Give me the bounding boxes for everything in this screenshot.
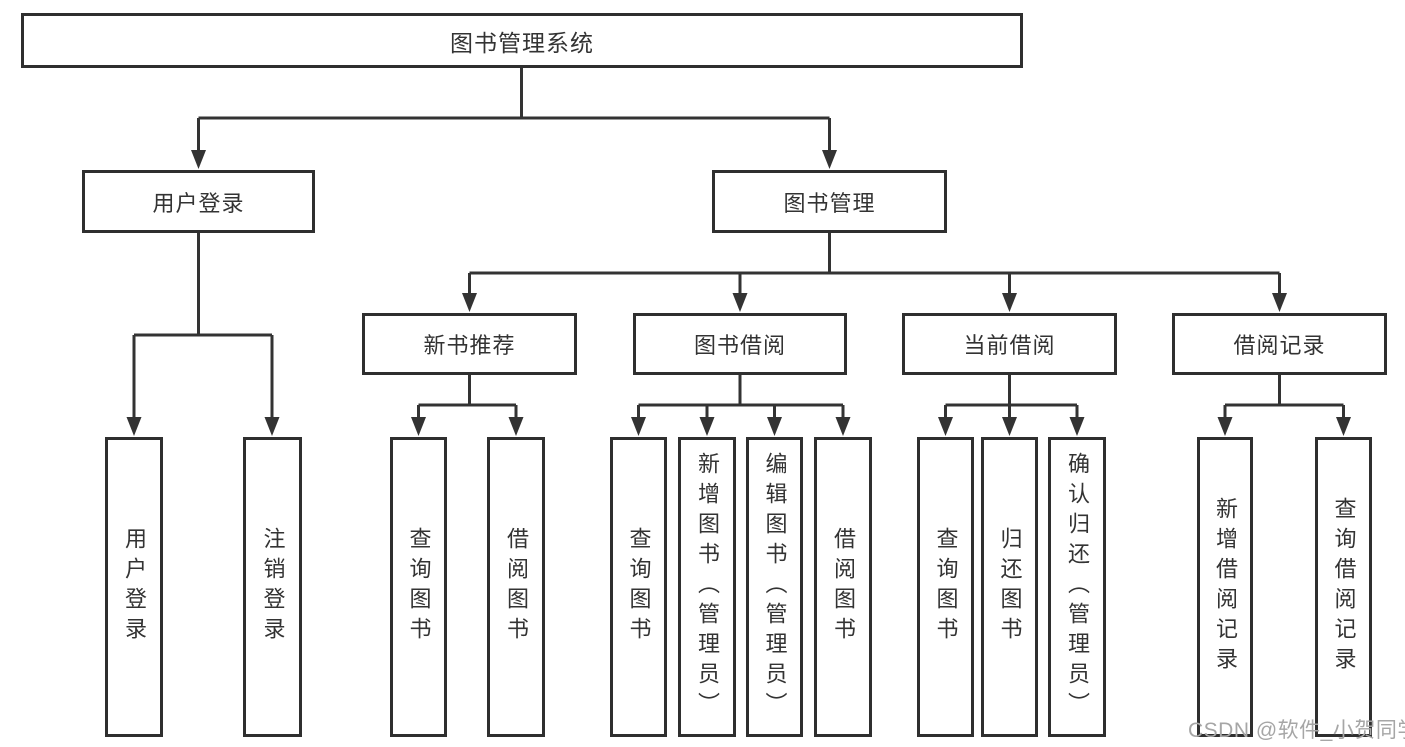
leaf-records-query-record-label: 查询借阅记录: [1331, 497, 1357, 677]
node-root-system: 图书管理系统: [21, 13, 1023, 68]
leaf-logout: 注销登录: [243, 437, 302, 737]
leaf-records-add-record: 新增借阅记录: [1197, 437, 1253, 737]
leaf-user-login: 用户登录: [105, 437, 163, 737]
node-new-book-recommend-label: 新书推荐: [423, 333, 516, 358]
leaf-newbooks-query-books: 查询图书: [390, 437, 447, 737]
leaf-user-login-label: 用户登录: [122, 527, 147, 647]
node-user-login-label: 用户登录: [152, 190, 245, 216]
node-borrowing-records-label: 借阅记录: [1233, 333, 1326, 358]
leaf-borrowing-query-books: 查询图书: [610, 437, 667, 737]
node-book-borrowing-label: 图书借阅: [693, 333, 786, 358]
leaf-newbooks-borrow-books-label: 借阅图书: [504, 527, 529, 647]
node-current-borrowing: 当前借阅: [902, 313, 1117, 375]
leaf-borrowing-add-books-admin-label: 新增图书（管理员）: [695, 452, 720, 722]
leaf-borrowing-edit-books-admin: 编辑图书（管理员）: [746, 437, 803, 737]
leaf-borrowing-borrow-books: 借阅图书: [814, 437, 872, 737]
node-borrowing-records: 借阅记录: [1172, 313, 1387, 375]
leaf-current-return-books: 归还图书: [981, 437, 1038, 737]
leaf-records-query-record: 查询借阅记录: [1315, 437, 1372, 737]
leaf-borrowing-borrow-books-label: 借阅图书: [831, 527, 856, 647]
leaf-newbooks-query-books-label: 查询图书: [406, 527, 432, 647]
leaf-current-confirm-return-admin-label: 确认归还（管理员）: [1065, 452, 1090, 722]
leaf-records-add-record-label: 新增借阅记录: [1213, 497, 1238, 677]
node-root-system-label: 图书管理系统: [450, 29, 594, 56]
leaf-current-confirm-return-admin: 确认归还（管理员）: [1048, 437, 1106, 737]
node-current-borrowing-label: 当前借阅: [963, 333, 1056, 358]
leaf-borrowing-edit-books-admin-label: 编辑图书（管理员）: [762, 452, 788, 722]
leaf-borrowing-add-books-admin: 新增图书（管理员）: [678, 437, 736, 737]
leaf-logout-label: 注销登录: [260, 527, 286, 647]
leaf-current-query-books-label: 查询图书: [933, 527, 959, 647]
csdn-watermark: CSDN @软件_小贺同学: [1188, 719, 1405, 742]
node-book-management-label: 图书管理: [783, 190, 876, 216]
leaf-current-query-books: 查询图书: [917, 437, 974, 737]
node-book-borrowing: 图书借阅: [633, 313, 847, 375]
leaf-current-return-books-label: 归还图书: [997, 527, 1023, 647]
node-user-login: 用户登录: [82, 170, 315, 233]
leaf-newbooks-borrow-books: 借阅图书: [487, 437, 545, 737]
leaf-borrowing-query-books-label: 查询图书: [626, 527, 652, 647]
node-new-book-recommend: 新书推荐: [362, 313, 577, 375]
node-book-management: 图书管理: [712, 170, 947, 233]
